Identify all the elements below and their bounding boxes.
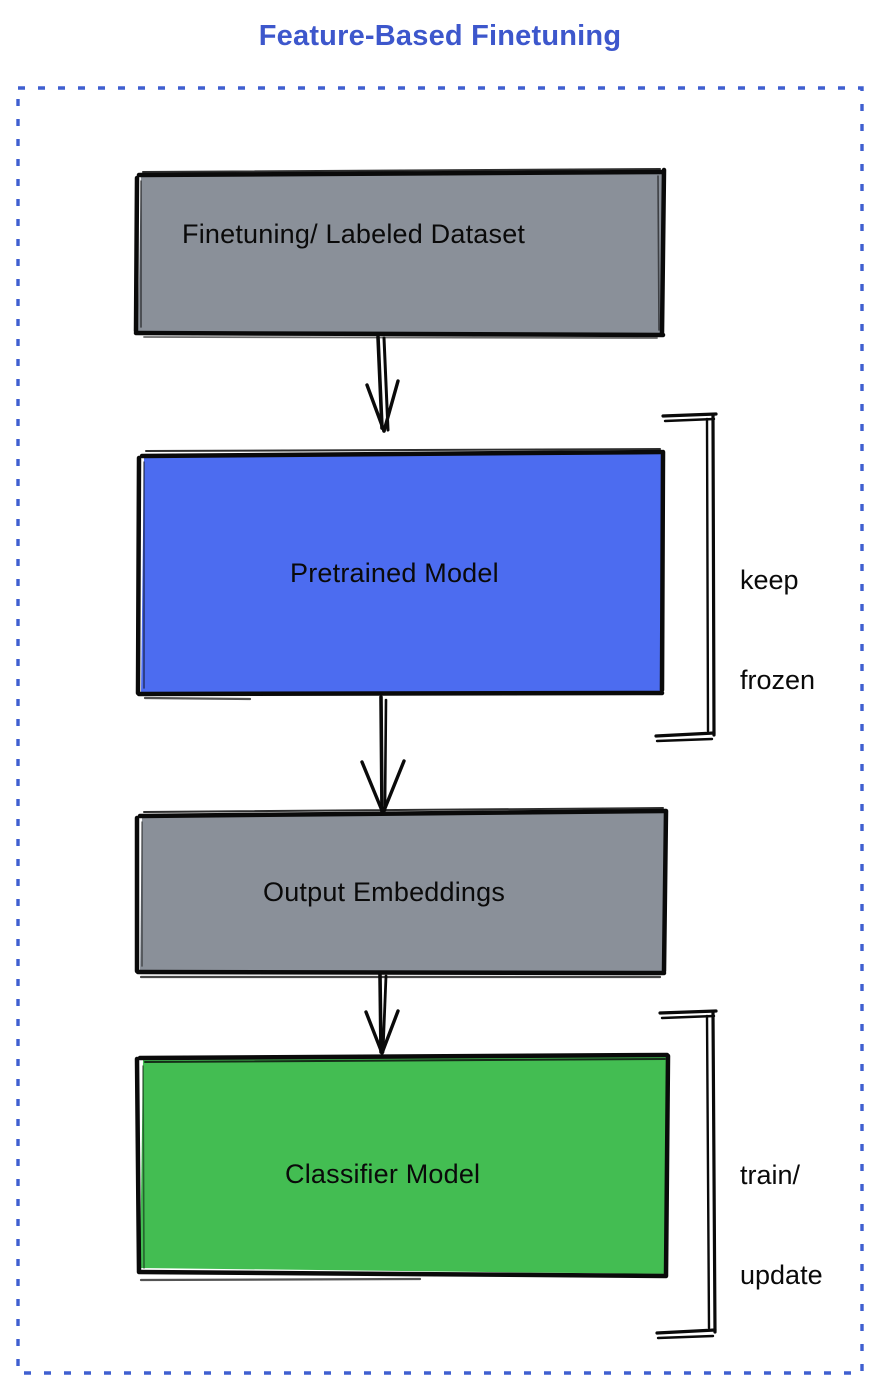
node-label-dataset: Finetuning/ Labeled Dataset (182, 219, 526, 249)
bracket-label-train-update: train/ update (740, 1092, 823, 1360)
node-label-classifier: Classifier Model (285, 1159, 481, 1189)
node-classifier-fill (140, 1056, 667, 1274)
node-output-fill (140, 812, 665, 972)
node-pretrained (135, 448, 666, 701)
bracket-label-train-update-line2: update (740, 1260, 823, 1291)
dashed-container-border (16, 86, 864, 1375)
node-dataset (133, 167, 667, 339)
node-label-pretrained: Pretrained Model (290, 558, 499, 588)
node-pretrained-fill (141, 453, 662, 694)
bracket-train-update (655, 1009, 718, 1340)
bracket-keep-frozen (654, 412, 718, 743)
arrow-pretrained-to-output (360, 695, 406, 815)
bracket-label-keep-frozen: keep frozen (740, 497, 815, 765)
arrow-dataset-to-pretrained (365, 335, 400, 433)
page-title: Feature-Based Finetuning (258, 20, 622, 52)
node-dataset-fill (138, 171, 663, 334)
node-label-output: Output Embeddings (263, 877, 506, 907)
bracket-label-train-update-line1: train/ (740, 1159, 801, 1190)
bracket-label-keep-frozen-line1: keep (740, 564, 799, 595)
node-output (134, 807, 669, 979)
arrow-output-to-classifier (364, 973, 400, 1055)
bracket-label-keep-frozen-line2: frozen (740, 665, 816, 696)
node-classifier (134, 1052, 671, 1282)
